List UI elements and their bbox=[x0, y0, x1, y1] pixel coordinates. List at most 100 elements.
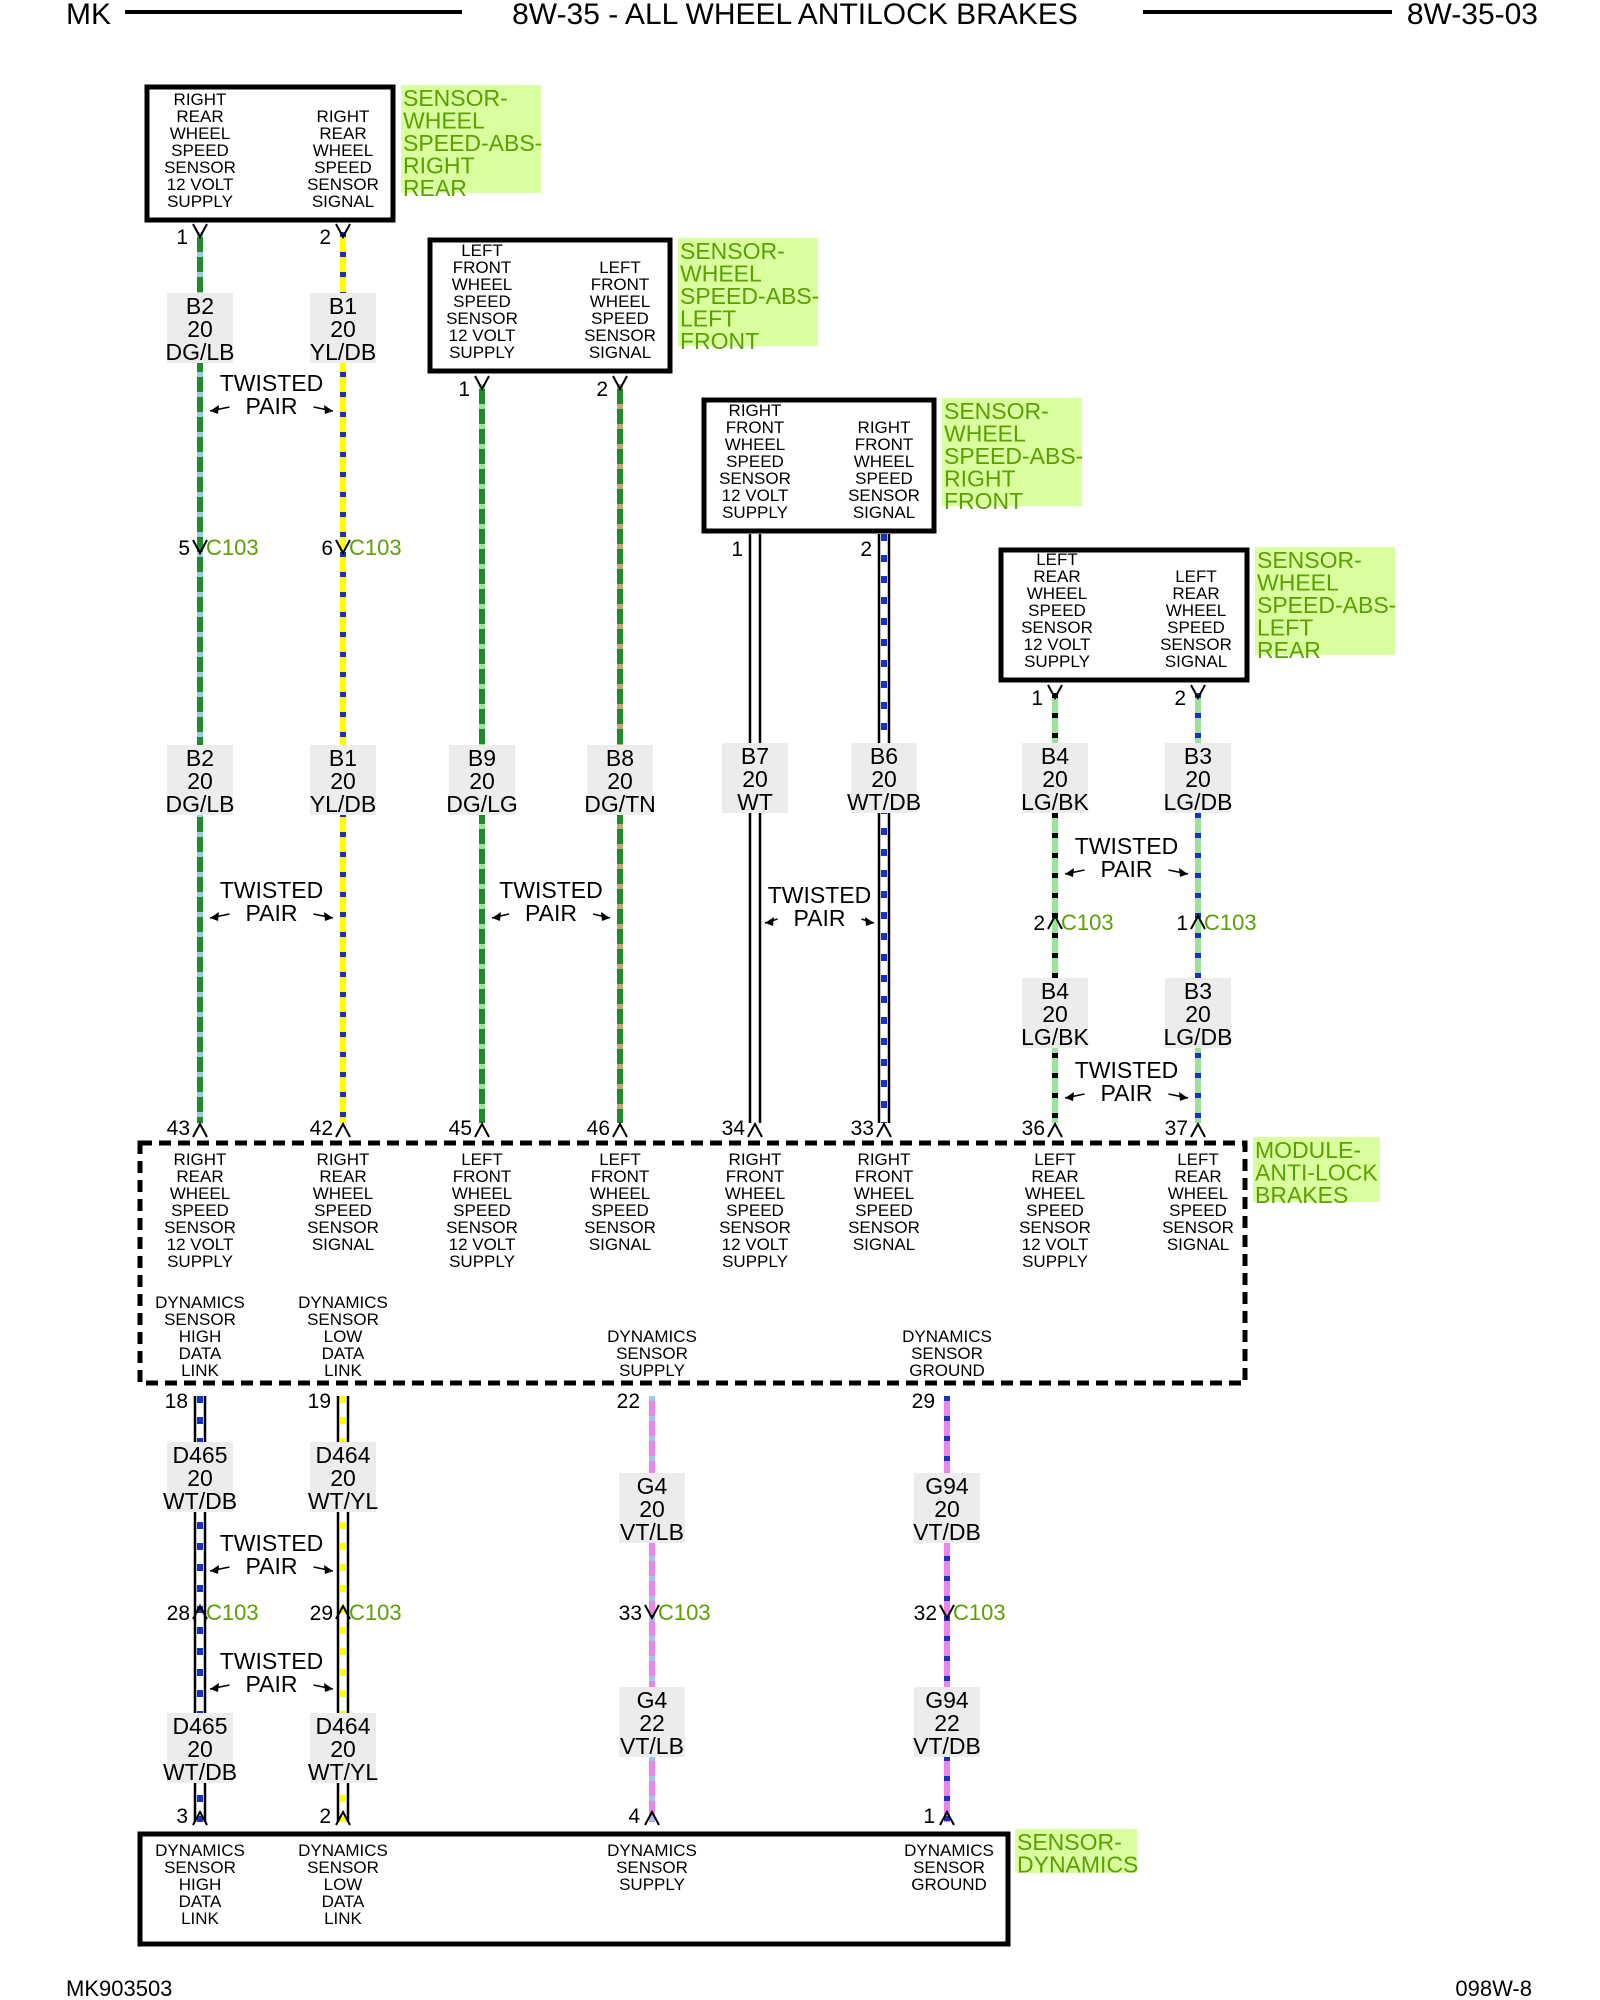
wire-tag-bg bbox=[914, 1473, 980, 1543]
arrow-head bbox=[1179, 868, 1188, 877]
connector-chevron bbox=[612, 375, 628, 392]
component-name-rr-bg bbox=[401, 85, 541, 193]
arrow-head bbox=[1179, 1092, 1188, 1101]
connector-chevron bbox=[644, 1809, 660, 1826]
c103-dyn-low-connector: C103 bbox=[349, 1600, 402, 1625]
c103-dyn-supply-pin: 33 bbox=[619, 1602, 642, 1625]
wire-tag-bg bbox=[619, 1687, 685, 1757]
connector-chevron bbox=[1190, 684, 1206, 701]
connector-chevron bbox=[612, 1121, 628, 1138]
connector-chevron bbox=[335, 1603, 351, 1620]
component-name-lf-bg bbox=[678, 238, 818, 346]
pin-num-rf-1: 1 bbox=[731, 538, 743, 561]
connector-chevron bbox=[747, 1121, 763, 1138]
connector-chevron bbox=[192, 539, 208, 556]
arrow-head bbox=[1065, 1092, 1074, 1101]
c103-dyn-supply-connector: C103 bbox=[658, 1600, 711, 1625]
pin-num-lf-1: 1 bbox=[458, 378, 470, 401]
module-pin-num-1: 42 bbox=[310, 1117, 333, 1140]
component-name-rf-bg bbox=[942, 398, 1082, 506]
connector-chevron bbox=[876, 1121, 892, 1138]
connector-chevron bbox=[939, 1604, 955, 1621]
connector-chevron bbox=[192, 1121, 208, 1138]
wire-tag-bg bbox=[449, 745, 515, 815]
component-box-rf bbox=[701, 397, 937, 534]
footer-left: MK903503 bbox=[66, 1976, 172, 2000]
c103-rr-supply-connector: C103 bbox=[206, 535, 259, 560]
connector-chevron bbox=[335, 223, 351, 240]
connector-chevron bbox=[192, 223, 208, 240]
arrow-head bbox=[210, 912, 219, 921]
component-name-dyn-bg bbox=[1015, 1829, 1137, 1873]
pin-num-lr-2: 2 bbox=[1174, 687, 1186, 710]
c103-lr-supply-pin: 2 bbox=[1033, 912, 1045, 935]
component-box-module bbox=[137, 1140, 1248, 1386]
connector-chevron bbox=[335, 1809, 351, 1826]
module-pin-num-3: 46 bbox=[587, 1117, 610, 1140]
c103-lr-supply-connector: C103 bbox=[1061, 910, 1114, 935]
pin-num-rr-2: 2 bbox=[319, 226, 331, 249]
wire-tag-bg bbox=[619, 1473, 685, 1543]
footer-right: 098W-8 bbox=[1455, 1976, 1532, 2000]
component-name-dyn: SENSOR-DYNAMICS bbox=[1017, 1829, 1138, 1878]
dyn-pin-num-1: 2 bbox=[319, 1805, 331, 1828]
wire-tag-bg bbox=[1165, 978, 1231, 1048]
wire-tag-bg bbox=[167, 1442, 233, 1512]
wire-tag-bg bbox=[310, 1713, 376, 1783]
arrow-head bbox=[492, 912, 501, 921]
arrow-head bbox=[1065, 868, 1074, 877]
module-pin-num-b1: 19 bbox=[308, 1390, 331, 1413]
wire-tag-bg bbox=[310, 1442, 376, 1512]
arrow-head bbox=[324, 1565, 333, 1574]
connector-chevron bbox=[1047, 913, 1063, 930]
arrow-head bbox=[210, 405, 219, 414]
wire-tag-bg bbox=[167, 745, 233, 815]
wire-tag-bg bbox=[310, 745, 376, 815]
wire-tag-bg bbox=[1022, 743, 1088, 813]
wire-tag-bg bbox=[851, 743, 917, 813]
component-box-lr bbox=[998, 547, 1250, 683]
header-left: MK bbox=[66, 0, 111, 31]
module-pin-num-0: 43 bbox=[167, 1117, 190, 1140]
page-header: MK 8W-35 - ALL WHEEL ANTILOCK BRAKES 8W-… bbox=[66, 0, 1538, 31]
module-pin-num-7: 37 bbox=[1165, 1117, 1188, 1140]
wire-tag-bg bbox=[1165, 743, 1231, 813]
page-footer: MK903503 098W-8 bbox=[66, 1976, 1532, 2000]
wire-tag-bg bbox=[722, 743, 788, 813]
pin-num-lf-2: 2 bbox=[596, 378, 608, 401]
connector-chevron bbox=[335, 1121, 351, 1138]
connector-chevron bbox=[192, 1603, 208, 1620]
wire-tag-bg bbox=[914, 1687, 980, 1757]
wire-tag-bg bbox=[1022, 978, 1088, 1048]
